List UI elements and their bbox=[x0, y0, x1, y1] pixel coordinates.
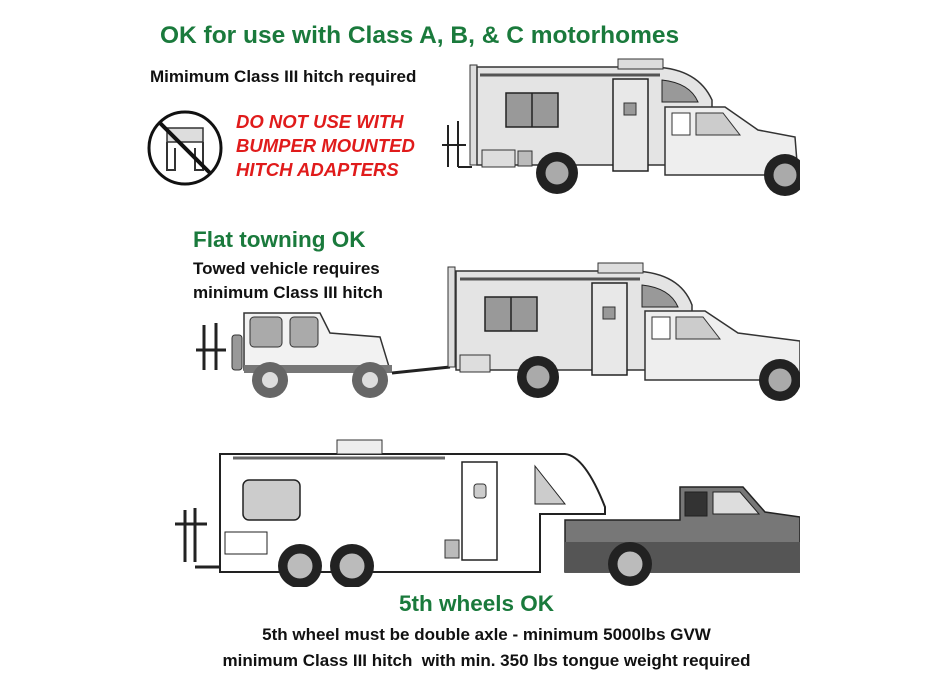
section-2-title: Flat towning OK bbox=[193, 227, 366, 252]
warning-text-block: DO NOT USE WITH BUMPER MOUNTED HITCH ADA… bbox=[236, 110, 415, 182]
no-bumper-hitch-adapter-icon bbox=[145, 108, 225, 188]
flat-towing-illustration bbox=[180, 255, 800, 410]
section-3-line: minimum Class III hitch with min. 350 lb… bbox=[222, 651, 751, 670]
section-2-text: Towed vehicle requires minimum Class III… bbox=[193, 257, 383, 305]
warning-line: BUMPER MOUNTED bbox=[236, 135, 415, 156]
section-3-title: 5th wheels OK bbox=[399, 591, 555, 616]
section-3-text: 5th wheel must be double axle - minimum … bbox=[0, 622, 933, 674]
section-3-line: 5th wheel must be double axle - minimum … bbox=[262, 625, 711, 644]
section-2-line: Towed vehicle requires bbox=[193, 259, 380, 278]
warning-line: DO NOT USE WITH bbox=[236, 111, 404, 132]
section-2-line: minimum Class III hitch bbox=[193, 283, 383, 302]
fifth-wheel-illustration bbox=[165, 432, 800, 587]
section-1-subtitle: Mimimum Class III hitch required bbox=[150, 67, 417, 86]
warning-line: HITCH ADAPTERS bbox=[236, 159, 399, 180]
class-c-motorhome-illustration bbox=[440, 55, 800, 205]
section-1-title: OK for use with Class A, B, & C motorhom… bbox=[160, 22, 680, 49]
